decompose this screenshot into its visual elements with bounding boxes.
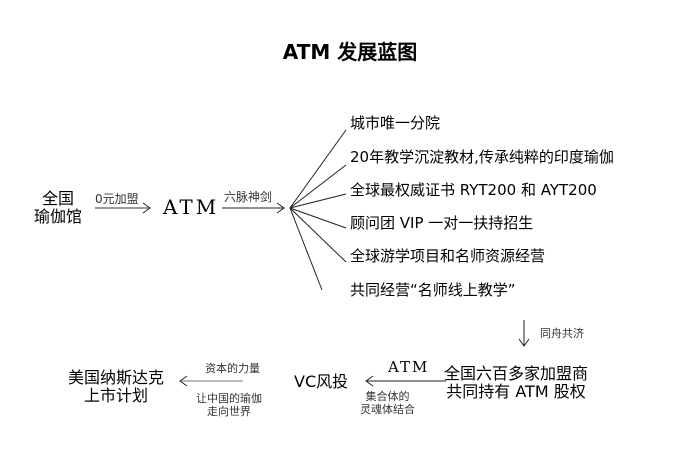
goal-node: 美国纳斯达克上市计划: [68, 369, 164, 405]
arrow3-bottom-label: 集合体的灵魂体结合: [360, 390, 415, 416]
page-title: ATM 发展蓝图: [282, 40, 418, 64]
fan-lines: [289, 129, 347, 291]
arrow-down: [518, 320, 530, 347]
item-1: 20年教学沉淀教材,传承纯粹的印度瑜伽: [350, 148, 614, 166]
arrow1-label: 0元加盟: [95, 192, 139, 206]
arrow3-top-label: ATM: [388, 358, 430, 376]
item-2: 全球最权威证书 RYT200 和 AYT200: [350, 181, 597, 199]
item-5: 共同经营“名师线上教学”: [350, 281, 516, 299]
arrow-liumai: [222, 202, 285, 214]
arrow-capital: [179, 375, 243, 387]
arrow4-bottom-line1: 让中国的瑜伽: [196, 392, 262, 405]
source-node: 全国瑜伽馆: [34, 190, 82, 226]
item-3: 顾问团 VIP 一对一扶持招生: [350, 214, 534, 232]
center-node: ATM: [163, 195, 220, 219]
arrow4-bottom-label: 让中国的瑜伽走向世界: [196, 392, 262, 418]
arrow-atm: [365, 375, 446, 387]
franchise-line1: 全国六百多家加盟商: [444, 364, 589, 383]
source-line2: 瑜伽馆: [34, 207, 83, 226]
arrow-0yuan: [95, 202, 151, 214]
arrow3-bottom-line1: 集合体的: [365, 390, 410, 403]
vc-node: VC风投: [294, 372, 349, 391]
franchise-node: 全国六百多家加盟商共同持有 ATM 股权: [444, 365, 588, 401]
item-4: 全球游学项目和名师资源经营: [350, 247, 546, 265]
goal-line1: 美国纳斯达克: [68, 368, 165, 387]
arrow2-label: 六脉神剑: [224, 190, 273, 204]
item-0: 城市唯一分院: [350, 114, 441, 132]
goal-line2: 上市计划: [84, 386, 149, 405]
arrow3-bottom-line2: 灵魂体结合: [360, 403, 415, 416]
source-line1: 全国: [42, 189, 75, 208]
down-label: 同舟共济: [540, 327, 584, 340]
arrow4-top-label: 资本的力量: [205, 362, 260, 375]
franchise-line2: 共同持有 ATM 股权: [446, 382, 586, 401]
arrow4-bottom-line2: 走向世界: [207, 405, 251, 418]
